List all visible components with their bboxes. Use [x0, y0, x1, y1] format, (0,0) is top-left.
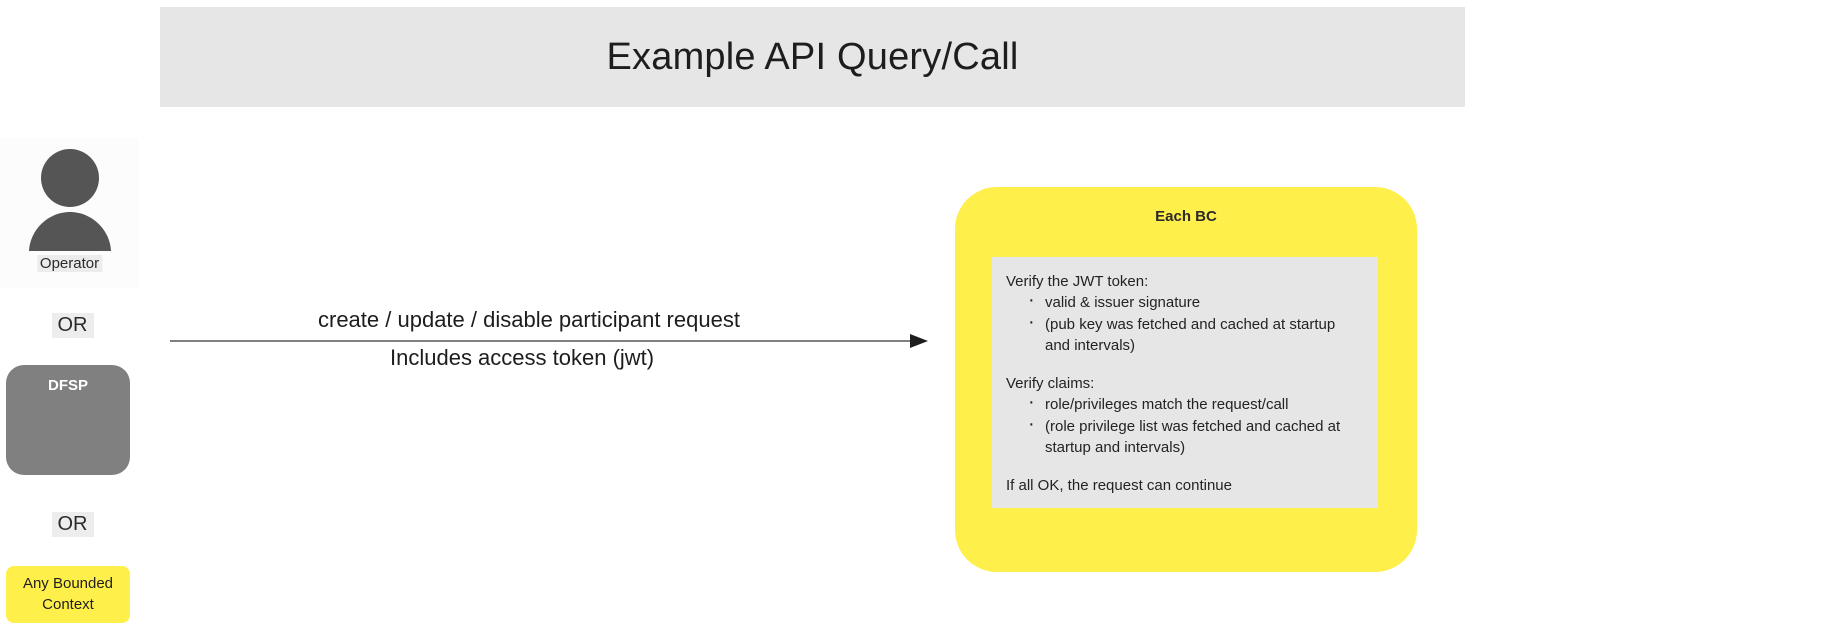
- claims-items: role/privileges match the request/call (…: [1006, 392, 1364, 459]
- page-title: Example API Query/Call: [606, 35, 1019, 78]
- or-separator-1: OR: [51, 313, 94, 338]
- note-footer: If all OK, the request can continue: [1006, 477, 1232, 495]
- page-title-banner: Example API Query/Call: [160, 7, 1465, 107]
- actor-dfsp[interactable]: DFSP: [6, 365, 130, 475]
- note-spacer: [1006, 356, 1364, 373]
- list-item: (role privilege list was fetched and cac…: [1028, 414, 1364, 459]
- note-spacer: [1006, 458, 1364, 475]
- or-separator-2: OR: [51, 512, 94, 537]
- each-bc-note-box: Verify the JWT token: valid & issuer sig…: [992, 257, 1378, 508]
- actor-operator[interactable]: Operator: [0, 138, 139, 288]
- actor-any-bounded-context-label: Any Bounded Context: [22, 575, 114, 613]
- flow-arrow: [170, 334, 928, 348]
- jwt-items: valid & issuer signature (pub key was fe…: [1006, 290, 1364, 357]
- list-item: valid & issuer signature: [1028, 290, 1364, 313]
- flow-label-bottom: Includes access token (jwt): [390, 345, 655, 370]
- flow-label-top: create / update / disable participant re…: [318, 307, 740, 332]
- actor-operator-label: Operator: [36, 255, 103, 272]
- actor-dfsp-label: DFSP: [47, 377, 88, 394]
- list-item: role/privileges match the request/call: [1028, 392, 1364, 415]
- actor-any-bounded-context[interactable]: Any Bounded Context: [6, 566, 130, 623]
- each-bc-panel[interactable]: Each BC Verify the JWT token: valid & is…: [955, 187, 1417, 572]
- jwt-heading: Verify the JWT token:: [1006, 273, 1149, 290]
- claims-heading: Verify claims:: [1006, 375, 1095, 393]
- list-item: (pub key was fetched and cached at start…: [1028, 312, 1364, 357]
- each-bc-title: Each BC: [1155, 208, 1217, 225]
- person-avatar-icon: [28, 149, 111, 251]
